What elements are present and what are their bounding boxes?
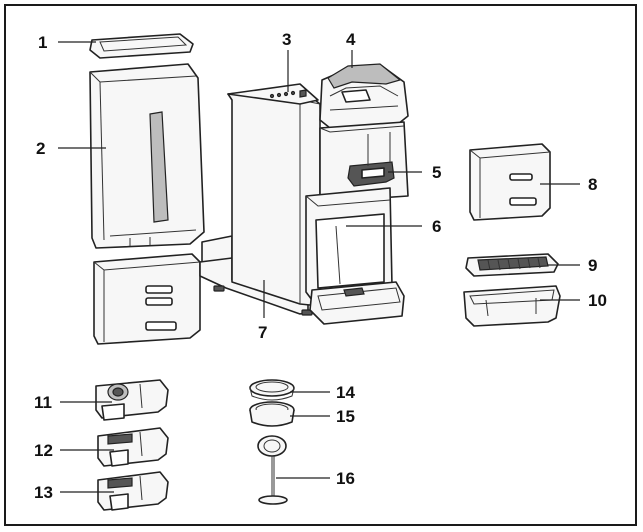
part-16-tamper — [257, 435, 288, 505]
part-water-container-lower — [93, 253, 201, 345]
callout-numbers: 1 2 3 4 5 6 7 8 9 10 11 12 13 14 15 16 — [34, 30, 607, 502]
callout-9: 9 — [588, 256, 597, 275]
part-15-filter-insert — [249, 401, 295, 427]
callout-5: 5 — [432, 163, 441, 182]
part-13-adapter — [97, 471, 169, 511]
part-7-machine-body — [199, 87, 321, 316]
leader-lines — [58, 41, 580, 493]
part-10-drip-tray — [463, 285, 561, 327]
part-1-tank-lid — [89, 33, 194, 59]
part-12-adapter — [97, 427, 169, 467]
callout-11: 11 — [34, 393, 52, 412]
callout-10: 10 — [588, 291, 607, 310]
callout-6: 6 — [432, 217, 441, 236]
part-2-water-tank — [89, 63, 205, 249]
callout-1: 1 — [38, 33, 47, 52]
diagram-frame — [4, 4, 637, 526]
part-6-drip-area — [305, 187, 405, 325]
part-3-control-panel — [227, 83, 319, 105]
callout-15: 15 — [336, 407, 355, 426]
part-14-filter-insert — [249, 379, 295, 401]
part-5-capsule-holder — [319, 121, 409, 203]
callout-4: 4 — [346, 30, 356, 49]
callout-3: 3 — [282, 30, 291, 49]
part-8-used-capsule-bin — [469, 143, 551, 221]
part-4-brew-handle — [319, 63, 409, 129]
part-9-drip-grid — [465, 253, 559, 277]
callout-16: 16 — [336, 469, 355, 488]
callout-12: 12 — [34, 441, 53, 460]
callout-13: 13 — [34, 483, 53, 502]
part-11-adapter — [95, 379, 169, 421]
callout-7: 7 — [258, 323, 267, 342]
callout-8: 8 — [588, 175, 597, 194]
callout-2: 2 — [36, 139, 45, 158]
callout-14: 14 — [336, 383, 355, 402]
